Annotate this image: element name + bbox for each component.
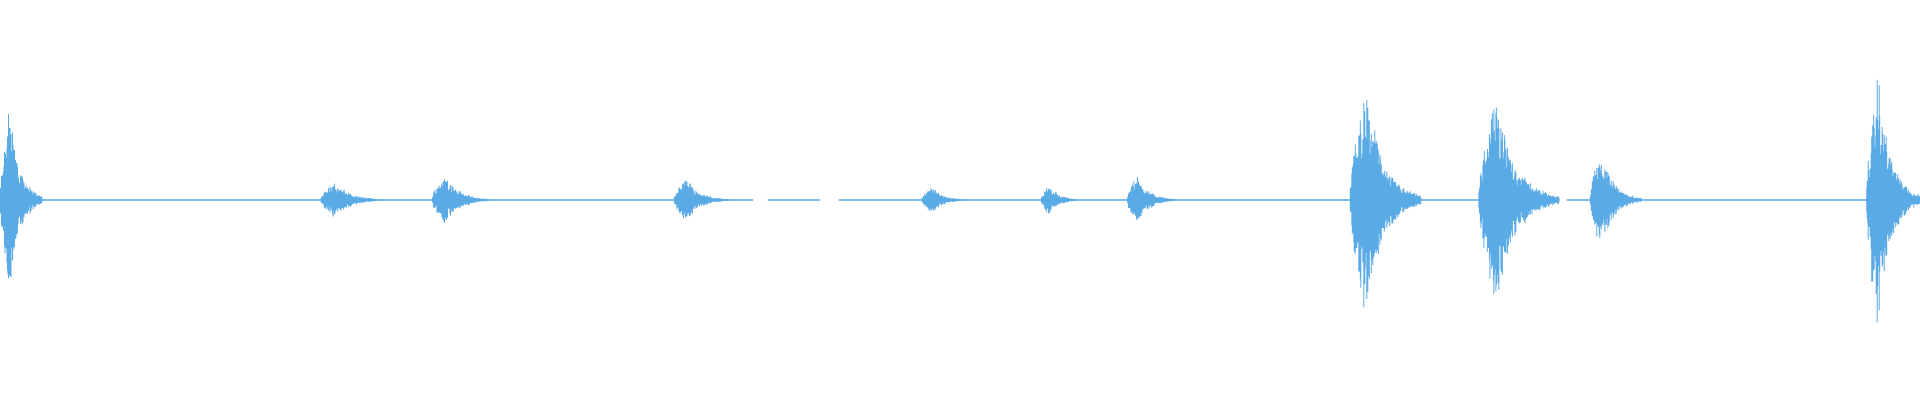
waveform-burst-6 (1040, 188, 1082, 214)
waveform-burst-10 (1589, 164, 1642, 239)
waveform-burst-1 (0, 114, 43, 279)
waveform-burst-3 (432, 179, 490, 223)
waveform-burst-4 (673, 180, 730, 219)
waveform-burst-5 (921, 188, 971, 211)
waveform-burst-2 (320, 183, 385, 217)
waveform-burst-7 (1127, 176, 1176, 220)
waveform-burst-9 (1478, 107, 1560, 295)
waveform-burst-8 (1349, 99, 1422, 308)
waveform-burst-11 (1866, 79, 1920, 323)
